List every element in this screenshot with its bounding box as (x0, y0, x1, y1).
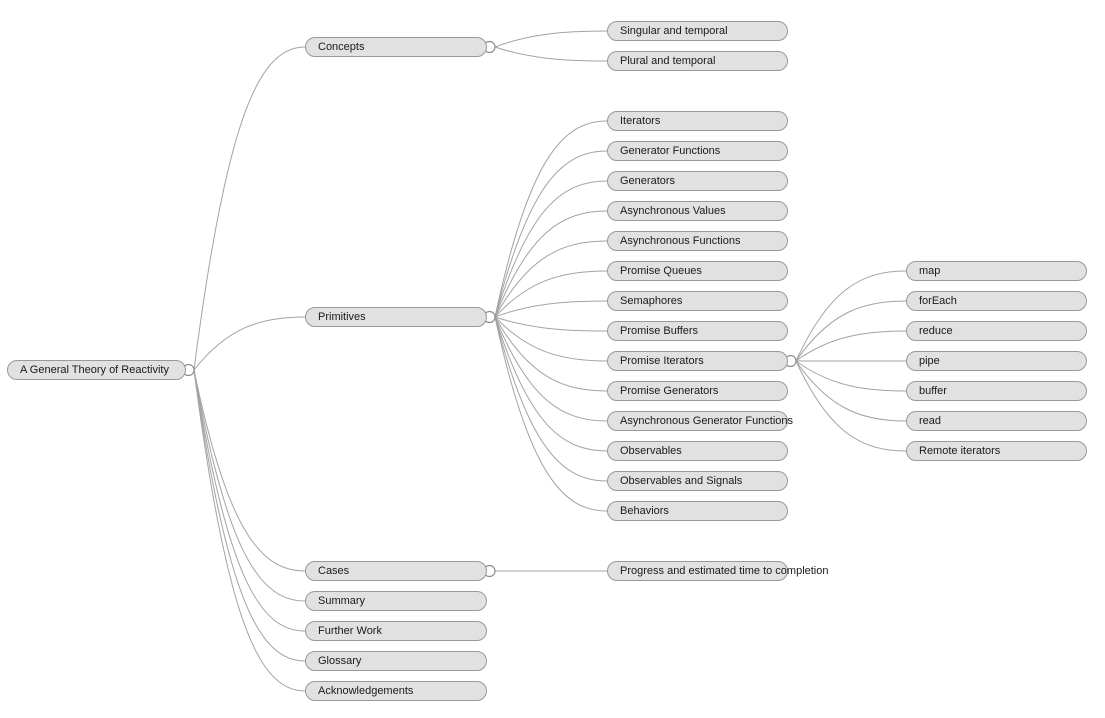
node-label: buffer (919, 385, 947, 397)
node-label: Glossary (318, 655, 362, 667)
edge-a-general-theory-of-reactivity-to-glossary (193, 369, 306, 662)
node-label: Semaphores (620, 295, 683, 307)
node-label: Observables and Signals (620, 475, 743, 487)
tree-node-primitives[interactable]: Primitives (305, 307, 487, 327)
tree-node-progress-and-estimated-time-to-completion[interactable]: Progress and estimated time to completio… (607, 561, 829, 581)
tree-node-reduce[interactable]: reduce (906, 321, 1087, 341)
node-label: forEach (919, 295, 957, 307)
edge-a-general-theory-of-reactivity-to-primitives (193, 316, 306, 371)
edge-promise-iterators-to-remote-iterators (795, 360, 907, 452)
tree-node-further-work[interactable]: Further Work (305, 621, 487, 641)
tree-node-concepts[interactable]: Concepts (305, 37, 487, 57)
node-label: Concepts (318, 41, 365, 53)
tree-node-generators[interactable]: Generators (607, 171, 788, 191)
node-label: Cases (318, 565, 350, 577)
tree-node-glossary[interactable]: Glossary (305, 651, 487, 671)
node-label: map (919, 265, 941, 277)
edge-a-general-theory-of-reactivity-to-concepts (193, 46, 306, 371)
node-label: Asynchronous Functions (620, 235, 741, 247)
edge-promise-iterators-to-reduce (795, 330, 907, 362)
tree-node-semaphores[interactable]: Semaphores (607, 291, 788, 311)
edge-primitives-to-promise-iterators (494, 316, 608, 362)
tree-node-a-general-theory-of-reactivity[interactable]: A General Theory of Reactivity (7, 360, 186, 380)
tree-node-generator-functions[interactable]: Generator Functions (607, 141, 788, 161)
tree-node-plural-and-temporal[interactable]: Plural and temporal (607, 51, 788, 71)
tree-node-promise-iterators[interactable]: Promise Iterators (607, 351, 788, 371)
edge-concepts-to-plural-and-temporal (494, 46, 608, 62)
tree-node-buffer[interactable]: buffer (906, 381, 1087, 401)
node-label: Promise Generators (620, 385, 719, 397)
node-label: Generators (620, 175, 676, 187)
tree-node-read[interactable]: read (906, 411, 1087, 431)
edge-a-general-theory-of-reactivity-to-summary (193, 369, 306, 602)
tree-node-promise-generators[interactable]: Promise Generators (607, 381, 788, 401)
edge-primitives-to-asynchronous-values (494, 210, 608, 318)
node-label: Asynchronous Values (620, 205, 726, 217)
node-label: Summary (318, 595, 366, 607)
node-label: Further Work (318, 625, 382, 637)
tree-node-acknowledgements[interactable]: Acknowledgements (305, 681, 487, 701)
node-label: Singular and temporal (620, 25, 728, 37)
node-label: Primitives (318, 311, 366, 323)
tree-node-pipe[interactable]: pipe (906, 351, 1087, 371)
edge-primitives-to-promise-buffers (494, 316, 608, 332)
tree-node-asynchronous-functions[interactable]: Asynchronous Functions (607, 231, 788, 251)
edge-promise-iterators-to-read (795, 360, 907, 422)
tree-node-summary[interactable]: Summary (305, 591, 487, 611)
edge-primitives-to-asynchronous-generator-functions (494, 316, 608, 422)
node-label: Iterators (620, 115, 661, 127)
node-label: Progress and estimated time to completio… (620, 565, 829, 577)
node-label: Generator Functions (620, 145, 721, 157)
edge-primitives-to-behaviors (494, 316, 608, 512)
node-label: Remote iterators (919, 445, 1001, 457)
tree-node-promise-queues[interactable]: Promise Queues (607, 261, 788, 281)
node-label: Plural and temporal (620, 55, 716, 67)
node-label: Behaviors (620, 505, 669, 517)
node-label: Promise Buffers (620, 325, 699, 337)
edge-primitives-to-promise-generators (494, 316, 608, 392)
tree-node-behaviors[interactable]: Behaviors (607, 501, 788, 521)
tree-node-singular-and-temporal[interactable]: Singular and temporal (607, 21, 788, 41)
edge-promise-iterators-to-foreach (795, 300, 907, 362)
node-label: read (919, 415, 942, 427)
edge-primitives-to-promise-queues (494, 270, 608, 318)
edge-primitives-to-observables (494, 316, 608, 452)
node-label: Promise Queues (620, 265, 702, 277)
edge-primitives-to-observables-and-signals (494, 316, 608, 482)
edge-primitives-to-generators (494, 180, 608, 318)
tree-node-promise-buffers[interactable]: Promise Buffers (607, 321, 788, 341)
edge-primitives-to-asynchronous-functions (494, 240, 608, 318)
node-label: Acknowledgements (318, 685, 414, 697)
node-label: A General Theory of Reactivity (20, 364, 169, 376)
edge-a-general-theory-of-reactivity-to-further-work (193, 369, 306, 632)
node-label: reduce (919, 325, 953, 337)
tree-node-foreach[interactable]: forEach (906, 291, 1087, 311)
edge-a-general-theory-of-reactivity-to-acknowledgements (193, 369, 306, 692)
tree-node-observables-and-signals[interactable]: Observables and Signals (607, 471, 788, 491)
edge-primitives-to-semaphores (494, 300, 608, 318)
edge-primitives-to-generator-functions (494, 150, 608, 318)
node-label: Promise Iterators (620, 355, 704, 367)
node-label: pipe (919, 355, 940, 367)
edge-promise-iterators-to-map (795, 270, 907, 362)
edge-concepts-to-singular-and-temporal (494, 30, 608, 48)
tree-node-map[interactable]: map (906, 261, 1087, 281)
tree-node-iterators[interactable]: Iterators (607, 111, 788, 131)
tree-node-observables[interactable]: Observables (607, 441, 788, 461)
node-label: Asynchronous Generator Functions (620, 415, 794, 427)
edge-primitives-to-iterators (494, 120, 608, 318)
edge-a-general-theory-of-reactivity-to-cases (193, 369, 306, 572)
tree-node-remote-iterators[interactable]: Remote iterators (906, 441, 1087, 461)
tree-node-cases[interactable]: Cases (305, 561, 487, 581)
edge-promise-iterators-to-buffer (795, 360, 907, 392)
tree-node-asynchronous-generator-functions[interactable]: Asynchronous Generator Functions (607, 411, 793, 431)
tree-node-asynchronous-values[interactable]: Asynchronous Values (607, 201, 788, 221)
node-label: Observables (620, 445, 682, 457)
